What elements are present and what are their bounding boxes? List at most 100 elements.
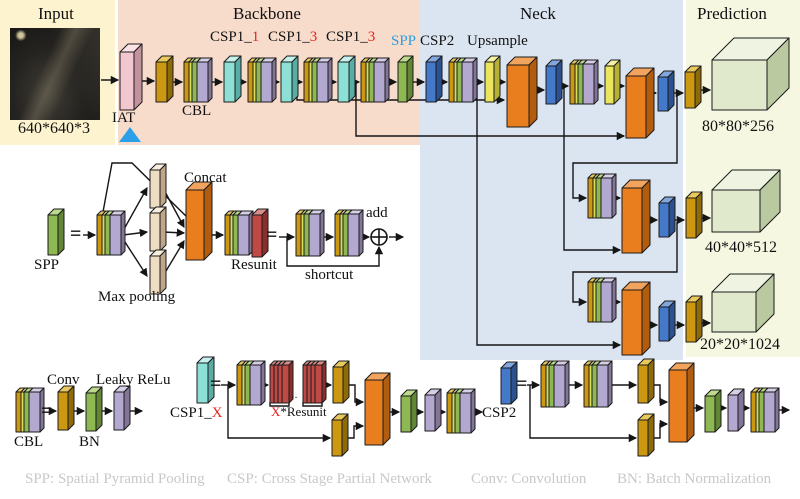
cbl-8 (587, 277, 617, 323)
iat-triangle-icon (119, 127, 141, 142)
csp2-exp-block (500, 361, 518, 405)
concat-c (668, 362, 695, 443)
pred-20-label: 20*20*1024 (700, 336, 780, 353)
cbl-11 (295, 209, 325, 257)
csp1-3b-label: CSP1_3 (326, 29, 376, 45)
csp1-1-block (223, 55, 242, 103)
csp2-block-3 (657, 70, 675, 112)
shortcut-label: shortcut (305, 267, 354, 283)
conv-head-1 (684, 65, 702, 109)
csp1-3a-block (280, 55, 299, 103)
concat-spp (185, 181, 213, 261)
equals-cbl: = (41, 400, 53, 422)
input-dimension-label: 640*640*3 (18, 120, 90, 137)
resgroup-2 (302, 360, 327, 404)
spp-exp-label: SPP (34, 257, 60, 273)
conv-exp-block (57, 385, 75, 431)
connection-arrows (48, 75, 791, 443)
csp2-block-5 (658, 300, 676, 342)
cbl-18 (750, 387, 780, 433)
cbl-10 (224, 210, 254, 256)
csp1-3a-label: CSP1_3 (268, 29, 318, 45)
blocks (15, 37, 790, 457)
equals-spp: = (70, 223, 82, 245)
maxpool-slab-2 (149, 206, 167, 252)
cbl-exp-block (15, 387, 45, 433)
csp1x-block (196, 356, 215, 404)
cbl-12 (334, 209, 364, 257)
csp2-block-2 (545, 59, 563, 105)
csp1-3b-block (337, 55, 356, 103)
cbl-9 (96, 210, 126, 256)
csp2-block-1 (425, 55, 443, 103)
resunit-label: Resunit (231, 257, 277, 273)
cbl-1 (183, 57, 213, 103)
spp-exp-block (47, 208, 65, 256)
maxpool-slab-3 (149, 249, 167, 295)
leaky-x-block (424, 388, 442, 432)
conv-x2 (331, 413, 349, 457)
cbl-4 (360, 57, 390, 103)
concat-2 (625, 67, 655, 139)
leaky-relu-label: Leaky ReLu (96, 372, 171, 388)
add-node (370, 228, 388, 246)
upsample-block-1 (484, 55, 501, 103)
feature-box-20 (711, 273, 775, 333)
cbl-2 (247, 57, 277, 103)
equals-csp2: = (516, 373, 528, 395)
concat-x (364, 372, 391, 446)
equals-csp1x: = (210, 373, 222, 395)
cbl-6 (569, 59, 599, 105)
csp2-exp-label: CSP2 (482, 405, 517, 421)
pred-80-label: 80*80*256 (702, 118, 774, 135)
cbl-15 (446, 388, 476, 434)
concat-4 (621, 281, 651, 356)
iat-label: IAT (112, 110, 136, 126)
add-label: add (366, 205, 388, 221)
section-title-prediction: Prediction (697, 4, 767, 23)
conv-c2 (637, 413, 655, 457)
csp1x-label: CSP1_X (170, 405, 223, 421)
legend-spp: SPP: Spatial Pyramid Pooling (25, 471, 205, 487)
cbl-16 (540, 360, 570, 408)
cbl-5 (448, 57, 478, 103)
csp2-block-4 (658, 196, 676, 238)
conv-c1 (637, 358, 655, 404)
iat-block (119, 43, 143, 111)
section-title-input: Input (38, 4, 74, 23)
conv-head-3 (685, 295, 703, 343)
bn-label: BN (79, 434, 100, 450)
legend-csp: CSP: Cross Stage Partial Network (227, 471, 432, 487)
csp1-1-label: CSP1_1 (210, 29, 260, 45)
resunit-block (251, 208, 269, 258)
input-image (10, 28, 100, 120)
bn-exp-block (85, 386, 103, 432)
bn-x-block (400, 389, 418, 433)
concat-3 (621, 179, 651, 254)
concat-label: Concat (184, 170, 227, 186)
max-pooling-label: Max pooling (98, 289, 176, 305)
leaky-c-block (727, 388, 745, 432)
cbl-7 (587, 173, 617, 219)
legend-bn: BN: Batch Normalization (617, 471, 772, 487)
resgroup-1 (269, 360, 294, 404)
cbl-14 (236, 360, 266, 406)
legend-conv: Conv: Convolution (471, 471, 587, 487)
x-resunit-label: X*Resunit (271, 404, 327, 419)
cbl-exp-label: CBL (14, 434, 44, 450)
feature-box-80 (711, 37, 790, 111)
leaky-exp-block (113, 385, 131, 431)
bn-c-block (704, 389, 722, 433)
section-title-backbone: Backbone (233, 4, 301, 23)
maxpool-slab-1 (149, 163, 167, 209)
pred-40-label: 40*40*512 (705, 239, 777, 256)
upsample-block-2 (604, 59, 621, 105)
conv-head-2 (685, 191, 703, 239)
concat-1 (506, 56, 538, 128)
conv-label: Conv (47, 372, 80, 388)
resunit-dots: ·· (291, 393, 298, 404)
upsample-label: Upsample (467, 33, 528, 49)
cbl-17 (583, 360, 613, 408)
